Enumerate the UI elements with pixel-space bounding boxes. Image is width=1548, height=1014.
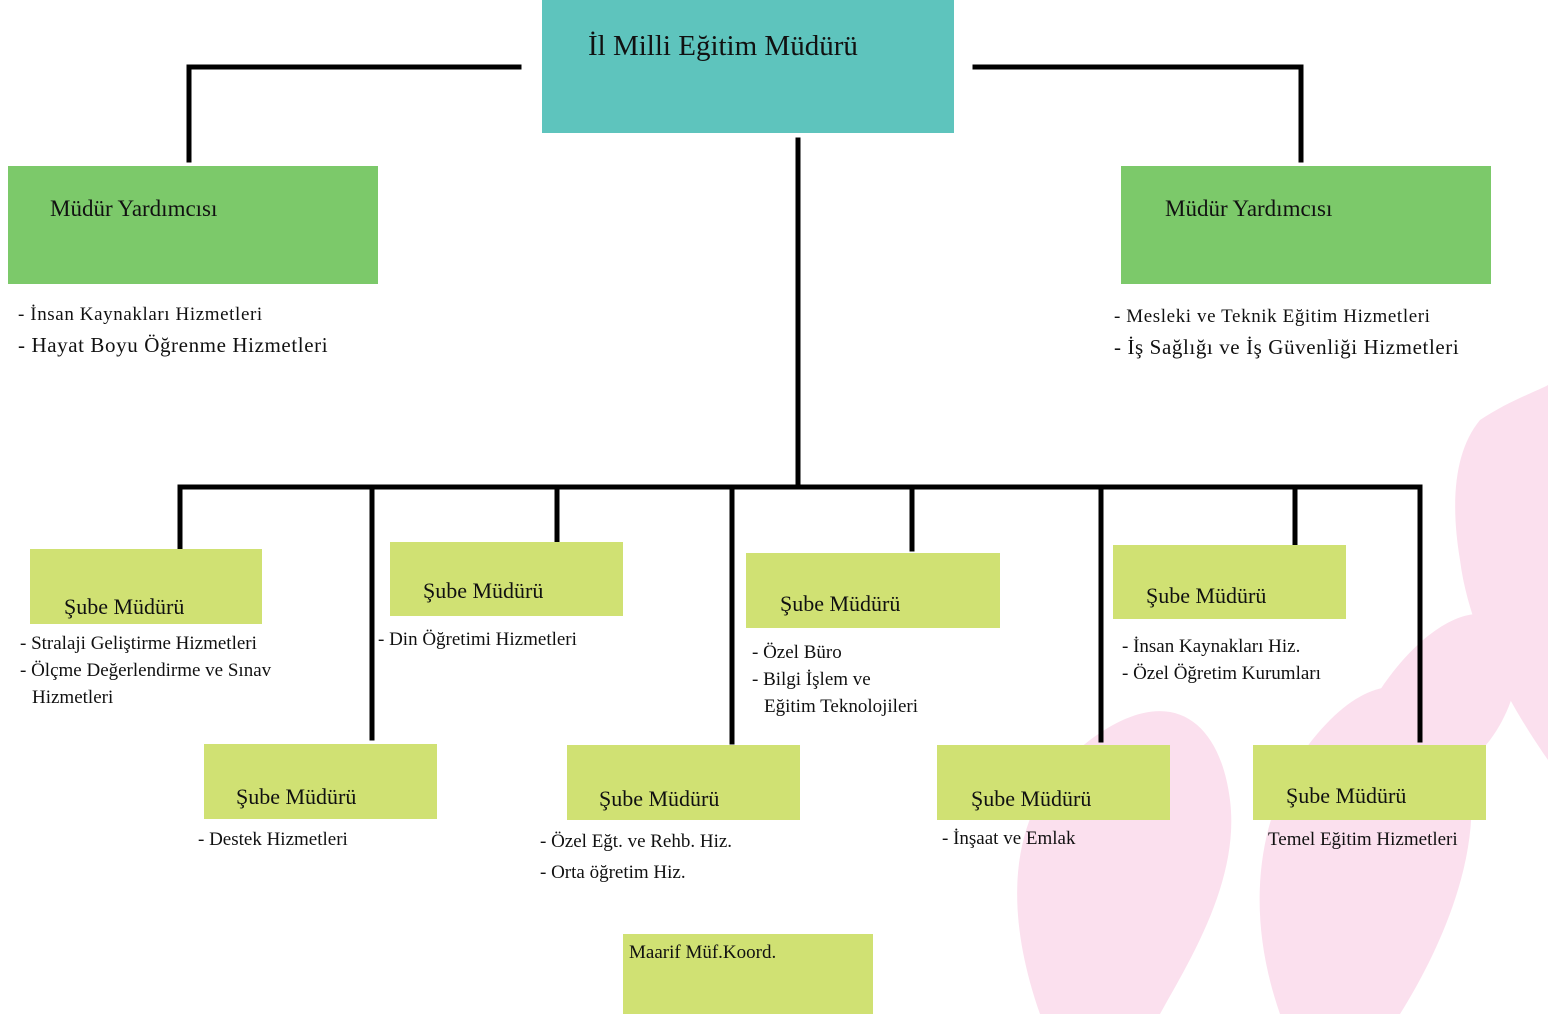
duty-item: - Ölçme Değerlendirme ve Sınav bbox=[20, 660, 272, 681]
duty-item: - Orta öğretim Hiz. bbox=[540, 862, 686, 883]
branch-duties: - Özel Eğt. ve Rehb. Hiz. - Orta öğretim… bbox=[540, 828, 732, 886]
branch-manager-box: Şube Müdürü bbox=[1113, 545, 1346, 619]
duty-item: - Özel Öğretim Kurumları bbox=[1122, 663, 1321, 684]
branch-manager-box: Şube Müdürü bbox=[204, 744, 437, 819]
branch-manager-title: Şube Müdürü bbox=[423, 578, 544, 603]
duty-item: - Hayat Boyu Öğrenme Hizmetleri bbox=[18, 333, 329, 357]
branch-manager-box: Şube Müdürü bbox=[746, 553, 1000, 628]
branch-manager-box: Şube Müdürü bbox=[937, 745, 1170, 820]
vice-director-left-box: Müdür Yardımcısı bbox=[8, 166, 378, 284]
director-title: İl Milli Eğitim Müdürü bbox=[588, 30, 858, 62]
vice-director-left-title: Müdür Yardımcısı bbox=[50, 196, 218, 221]
duty-item: - Özel Eğt. ve Rehb. Hiz. bbox=[540, 831, 733, 852]
inspectors-coordination-title: Maarif Müf.Koord. bbox=[629, 942, 777, 963]
vice-director-right-title: Müdür Yardımcısı bbox=[1165, 196, 1333, 221]
duty-item: - İnşaat ve Emlak bbox=[942, 828, 1076, 849]
branch-manager-title: Şube Müdürü bbox=[64, 594, 185, 619]
branch-duties: - İnsan Kaynakları Hiz. - Özel Öğretim K… bbox=[1122, 633, 1321, 687]
duty-item: - Mesleki ve Teknik Eğitim Hizmetleri bbox=[1114, 306, 1431, 327]
duty-item: - Bilgi İşlem ve bbox=[752, 669, 871, 690]
branch-manager-box: Şube Müdürü bbox=[1253, 745, 1486, 820]
branch-duties: - Din Öğretimi Hizmetleri bbox=[378, 626, 577, 653]
director-box: İl Milli Eğitim Müdürü bbox=[542, 0, 954, 133]
vice-director-right-duties: - Mesleki ve Teknik Eğitim Hizmetleri - … bbox=[1114, 302, 1459, 362]
branch-duties: - Stralaji Geliştirme Hizmetleri - Ölçme… bbox=[20, 630, 271, 711]
duty-item: - Stralaji Geliştirme Hizmetleri bbox=[20, 633, 257, 654]
duty-item: - Özel Büro bbox=[752, 642, 842, 663]
branch-duties: - Destek Hizmetleri bbox=[198, 826, 348, 853]
duty-item: - İnsan Kaynakları Hizmetleri bbox=[18, 304, 263, 325]
branch-manager-title: Şube Müdürü bbox=[236, 784, 357, 809]
inspectors-coordination-box: Maarif Müf.Koord. bbox=[623, 934, 873, 1014]
branch-duties: Temel Eğitim Hizmetleri bbox=[1268, 826, 1458, 853]
duty-item: Temel Eğitim Hizmetleri bbox=[1268, 829, 1458, 850]
branch-manager-title: Şube Müdürü bbox=[780, 591, 901, 616]
duty-item: - İş Sağlığı ve İş Güvenliği Hizmetleri bbox=[1114, 335, 1460, 359]
branch-manager-title: Şube Müdürü bbox=[1146, 583, 1267, 608]
branch-manager-title: Şube Müdürü bbox=[599, 786, 720, 811]
vice-director-right-box: Müdür Yardımcısı bbox=[1121, 166, 1491, 284]
duty-item: Hizmetleri bbox=[32, 687, 114, 708]
duty-item: - İnsan Kaynakları Hiz. bbox=[1122, 636, 1301, 657]
branch-duties: - Özel Büro - Bilgi İşlem ve Eğitim Tekn… bbox=[752, 639, 918, 720]
branch-manager-box: Şube Müdürü bbox=[30, 549, 262, 624]
branch-manager-title: Şube Müdürü bbox=[1286, 783, 1407, 808]
vice-director-left-duties: - İnsan Kaynakları Hizmetleri - Hayat Bo… bbox=[18, 300, 328, 360]
duty-item: - Din Öğretimi Hizmetleri bbox=[378, 629, 577, 650]
branch-duties: - İnşaat ve Emlak bbox=[942, 825, 1075, 852]
duty-item: Eğitim Teknolojileri bbox=[764, 696, 918, 717]
duty-item: - Destek Hizmetleri bbox=[198, 829, 348, 850]
branch-manager-box: Şube Müdürü bbox=[390, 542, 623, 616]
branch-manager-box: Şube Müdürü bbox=[567, 745, 800, 820]
branch-manager-title: Şube Müdürü bbox=[971, 786, 1092, 811]
